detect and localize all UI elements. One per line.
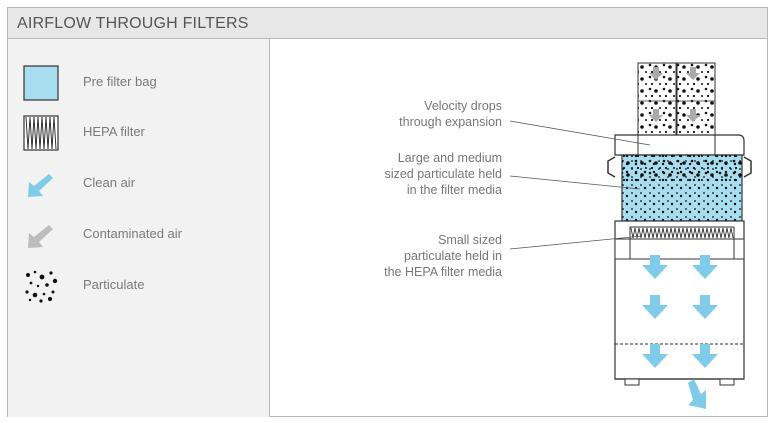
right-handle (743, 156, 752, 178)
particulate-icon (25, 270, 58, 303)
clean-air-arrows (642, 255, 718, 409)
legend-label-contaminated-air: Contaminated air (83, 226, 182, 241)
callout-small-line2: particulate held in (404, 249, 502, 263)
legend-panel: Pre filter bag HEPA filter Clean air Con… (8, 39, 270, 417)
callout-velocity-line2: through expansion (399, 115, 502, 129)
legend-label-prefilter: Pre filter bag (83, 74, 157, 89)
page-title: AIRFLOW THROUGH FILTERS (17, 15, 249, 32)
filter-unit-drawing (509, 62, 752, 409)
left-handle (607, 156, 616, 178)
hepa-filter (614, 226, 745, 260)
callout-large-line2: sized particulate held (384, 167, 502, 181)
callout-large-particulate: Large and medium sized particulate held … (385, 150, 502, 198)
callout-small-line1: Small sized (438, 233, 502, 247)
legend-item-hepa: HEPA filter (23, 115, 263, 151)
left-foot (624, 378, 640, 386)
legend-item-prefilter: Pre filter bag (23, 65, 263, 101)
legend-item-clean-air: Clean air (23, 166, 263, 202)
inlet-ducts (637, 62, 716, 136)
right-foot (719, 378, 735, 386)
legend-label-hepa: HEPA filter (83, 124, 145, 139)
callout-large-line3: in the filter media (406, 183, 502, 197)
contaminated-air-arrow-icon (28, 225, 53, 248)
filter-unit-diagram: Velocity drops through expansion Large a… (270, 39, 767, 417)
legend-item-particulate: Particulate (23, 268, 263, 304)
callout-leaders (509, 120, 651, 250)
callout-small-line3: the HEPA filter media (384, 265, 502, 279)
legend-label-clean-air: Clean air (83, 175, 136, 190)
prefilter-swatch-icon (23, 65, 59, 101)
legend-label-particulate: Particulate (83, 277, 145, 292)
callout-large-line1: Large and medium (397, 151, 502, 165)
clean-air-arrow-icon (28, 174, 53, 197)
callout-velocity-line1: Velocity drops (424, 99, 502, 113)
callout-velocity: Velocity drops through expansion (399, 98, 502, 130)
callout-small-particulate: Small sized particulate held in the HEPA… (384, 232, 502, 280)
header-bar: AIRFLOW THROUGH FILTERS (8, 8, 767, 39)
diagram-frame: AIRFLOW THROUGH FILTERS Pre filter bag H… (7, 7, 768, 417)
hepa-swatch-icon (23, 115, 59, 151)
expansion-plate (614, 134, 745, 156)
legend-item-contaminated-air: Contaminated air (23, 217, 263, 253)
